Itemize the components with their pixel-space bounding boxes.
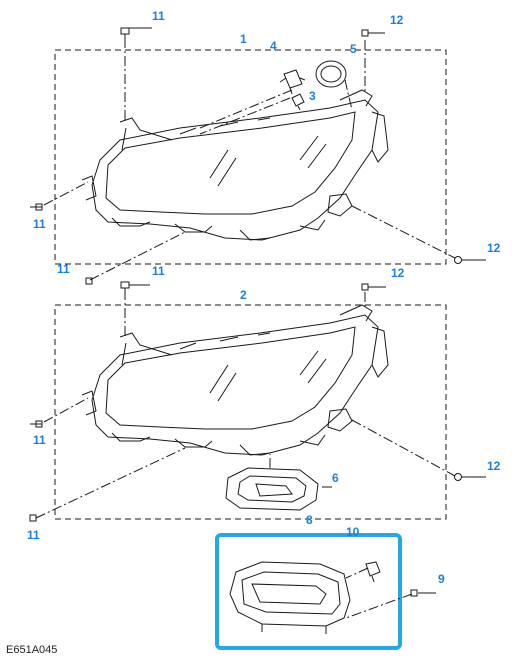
fasteners-3 (410, 589, 418, 597)
callout-3: 3 (309, 89, 316, 103)
fasteners-2 (29, 281, 462, 522)
bulb-4 (279, 69, 306, 95)
callout-12-top: 12 (390, 13, 404, 27)
assembly-1-boundary (54, 49, 447, 265)
callout-1: 1 (240, 32, 247, 46)
callout-11-bottom-1: 11 (57, 262, 70, 276)
callout-4: 4 (270, 39, 277, 53)
callout-9: 9 (438, 572, 445, 586)
bulb-3 (291, 93, 305, 111)
callout-2: 2 (240, 288, 247, 302)
callout-11-left-1: 11 (33, 217, 46, 231)
callout-11-mid: 11 (152, 264, 165, 278)
assembly-2-boundary (54, 304, 447, 520)
callout-12-right-1: 12 (487, 241, 501, 255)
cover-ring-5 (315, 60, 347, 88)
callout-11-top: 11 (152, 9, 165, 23)
headlamp-1 (81, 89, 389, 241)
callout-11-left-2: 11 (33, 433, 46, 447)
assembly-2-leaders (35, 290, 456, 519)
callout-6: 6 (332, 471, 339, 485)
headlamp-2 (81, 304, 389, 456)
fog-lamp-leaders (345, 567, 413, 619)
fog-lamp-highlight-box (215, 533, 402, 650)
callout-8: 8 (306, 513, 313, 527)
fasteners-1 (35, 27, 462, 285)
fog-lamp-bulb (365, 561, 381, 583)
callout-11-bottom-2: 11 (27, 528, 40, 542)
callout-12-right-2: 12 (487, 459, 501, 473)
assembly-1-leaders (43, 38, 456, 281)
control-module-6 (225, 467, 319, 511)
callout-leaders (30, 27, 486, 594)
fog-lamp-10 (229, 561, 351, 634)
callout-10: 10 (346, 525, 360, 539)
callout-12-mid: 12 (391, 266, 405, 280)
callout-5: 5 (350, 42, 357, 56)
figure-reference: E651A045 (6, 644, 58, 656)
